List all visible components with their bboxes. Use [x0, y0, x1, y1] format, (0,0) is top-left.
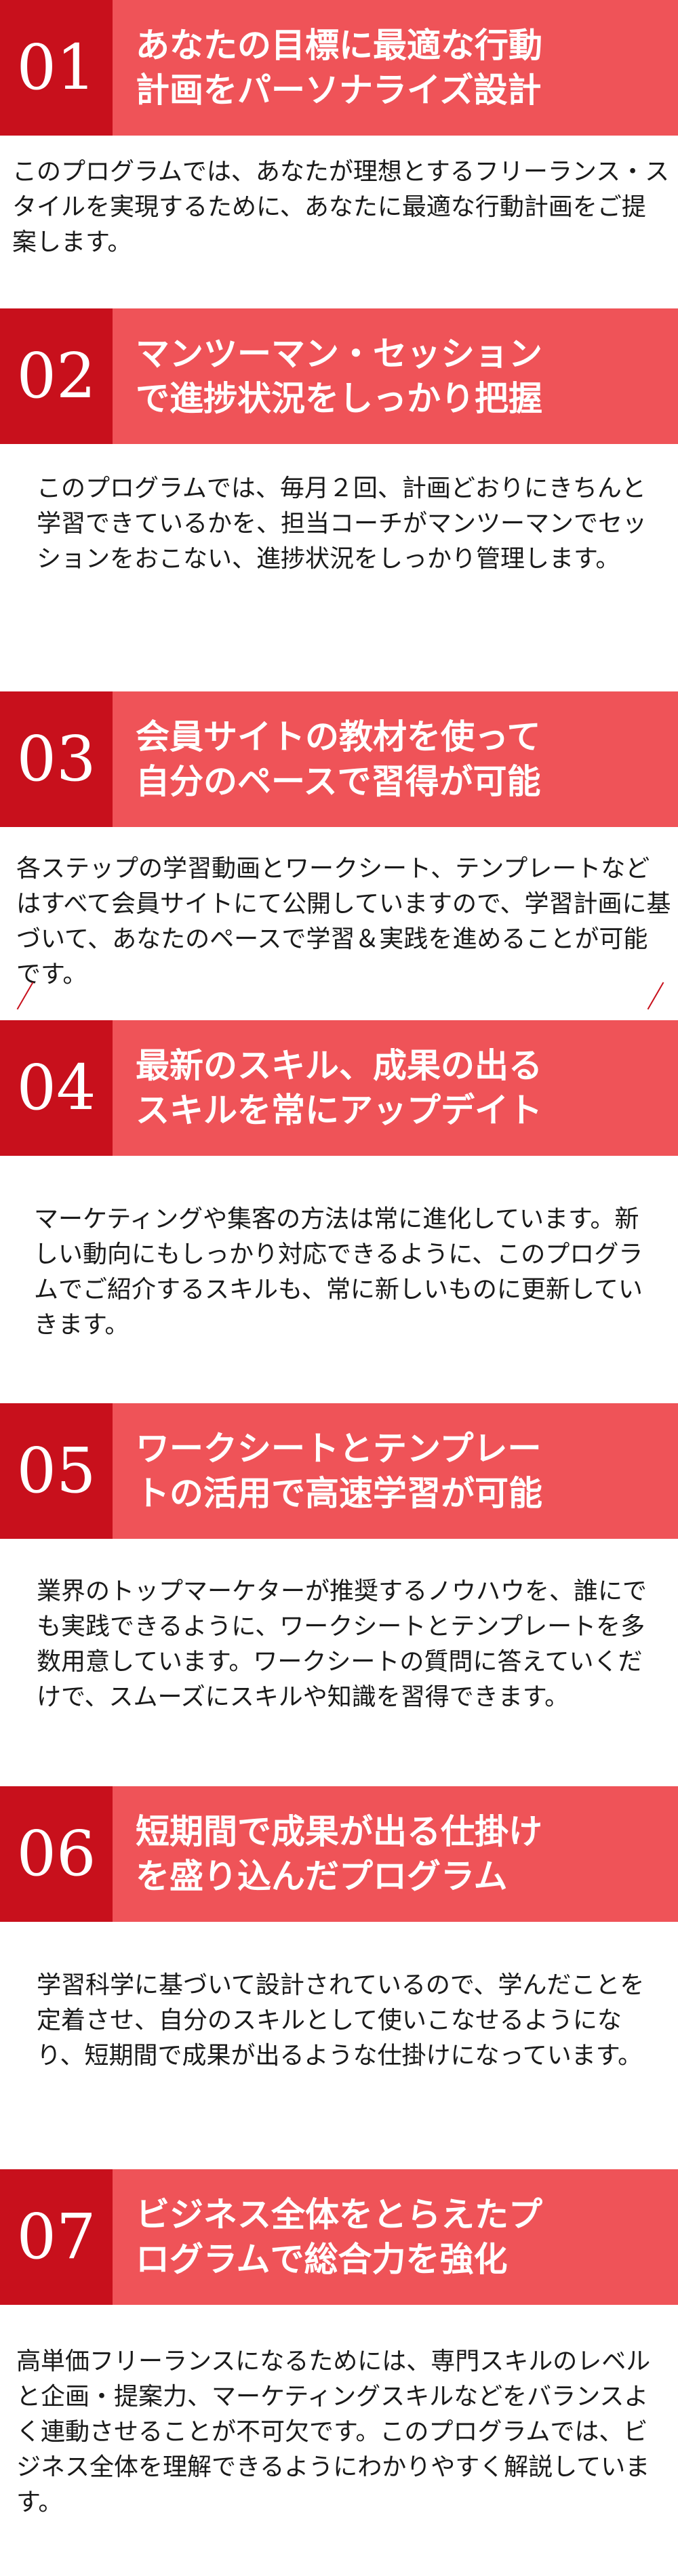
feature-number: 05 [16, 1434, 96, 1507]
feature-number: 03 [16, 723, 96, 795]
number-box: 01 [0, 0, 113, 136]
feature-title-line2: 計画をパーソナライズ設計 [136, 71, 542, 110]
feature-description: このプログラムでは、毎月２回、計画どおりにきちんと学習できているかを、担当コーチ… [37, 475, 647, 573]
feature-title: 短期間で成果が出る仕掛け を盛り込んだプログラム [136, 1809, 542, 1899]
feature-header: 03 会員サイトの教材を使って 自分のペースで習得が可能 [0, 691, 678, 827]
feature-description: 学習科学に基づいて設計されているので、学んだことを定着させ、自分のスキルとして使… [37, 1971, 645, 2070]
title-box: 最新のスキル、成果の出る スキルを常にアップデイト [113, 1020, 678, 1156]
feature-title-line1: あなたの目標に最適な行動 [136, 26, 542, 65]
feature-description: 高単価フリーランスになるためには、専門スキルのレベルと企画・提案力、マーケティン… [16, 2348, 651, 2516]
feature-number: 01 [16, 31, 96, 104]
feature-title-line1: ビジネス全体をとらえたプ [136, 2195, 542, 2234]
title-box: 会員サイトの教材を使って 自分のペースで習得が可能 [113, 691, 678, 827]
feature-title: ビジネス全体をとらえたプ ログラムで総合力を強化 [136, 2192, 542, 2282]
number-box: 05 [0, 1403, 113, 1539]
title-box: 短期間で成果が出る仕掛け を盛り込んだプログラム [113, 1786, 678, 1922]
feature-title: ワークシートとテンプレー トの活用で高速学習が可能 [136, 1426, 542, 1516]
feature-title-line2: で進捗状況をしっかり把握 [136, 379, 542, 418]
number-box: 03 [0, 691, 113, 827]
feature-title-line1: 会員サイトの教材を使って [136, 717, 541, 757]
feature-title: あなたの目標に最適な行動 計画をパーソナライズ設計 [136, 23, 542, 113]
feature-title-line1: マンツーマン・セッション [136, 334, 542, 374]
feature-description: 業界のトップマーケターが推奨するノウハウを、誰にでも実践できるように、ワークシー… [37, 1577, 647, 1711]
number-box: 06 [0, 1786, 113, 1922]
title-box: ビジネス全体をとらえたプ ログラムで総合力を強化 [113, 2169, 678, 2305]
number-box: 02 [0, 308, 113, 444]
feature-title-line2: トの活用で高速学習が可能 [136, 1474, 542, 1513]
feature-header: 05 ワークシートとテンプレー トの活用で高速学習が可能 [0, 1403, 678, 1539]
feature-number: 02 [16, 340, 96, 412]
feature-description: 各ステップの学習動画とワークシート、テンプレートなどはすべて会員サイトにて公開し… [16, 855, 671, 988]
feature-header: 02 マンツーマン・セッション で進捗状況をしっかり把握 [0, 308, 678, 444]
feature-header: 04 最新のスキル、成果の出る スキルを常にアップデイト [0, 1020, 678, 1156]
feature-title-line2: ログラムで総合力を強化 [136, 2240, 508, 2279]
feature-title-line1: 最新のスキル、成果の出る [136, 1046, 542, 1085]
feature-title-line1: ワークシートとテンプレー [136, 1429, 542, 1468]
title-box: マンツーマン・セッション で進捗状況をしっかり把握 [113, 308, 678, 444]
feature-header: 01 あなたの目標に最適な行動 計画をパーソナライズ設計 [0, 0, 678, 136]
feature-header: 07 ビジネス全体をとらえたプ ログラムで総合力を強化 [0, 2169, 678, 2305]
feature-title-line2: 自分のペースで習得が可能 [136, 762, 541, 801]
feature-description: このプログラムでは、あなたが理想とするフリーランス・スタイルを実現するために、あ… [12, 158, 670, 256]
feature-title-line2: スキルを常にアップデイト [136, 1091, 542, 1130]
feature-title-line2: を盛り込んだプログラム [136, 1857, 508, 1896]
feature-number: 04 [16, 1051, 96, 1124]
feature-number: 07 [16, 2200, 96, 2273]
feature-description: マーケティングや集客の方法は常に進化しています。新しい動向にもしっかり対応できる… [34, 1205, 643, 1339]
feature-title: 最新のスキル、成果の出る スキルを常にアップデイト [136, 1043, 542, 1133]
number-box: 07 [0, 2169, 113, 2305]
feature-number: 06 [16, 1817, 96, 1890]
feature-title: マンツーマン・セッション で進捗状況をしっかり把握 [136, 331, 542, 421]
title-box: あなたの目標に最適な行動 計画をパーソナライズ設計 [113, 0, 678, 136]
feature-header: 06 短期間で成果が出る仕掛け を盛り込んだプログラム [0, 1786, 678, 1922]
title-box: ワークシートとテンプレー トの活用で高速学習が可能 [113, 1403, 678, 1539]
feature-title: 会員サイトの教材を使って 自分のペースで習得が可能 [136, 715, 541, 804]
number-box: 04 [0, 1020, 113, 1156]
feature-title-line1: 短期間で成果が出る仕掛け [136, 1812, 542, 1851]
